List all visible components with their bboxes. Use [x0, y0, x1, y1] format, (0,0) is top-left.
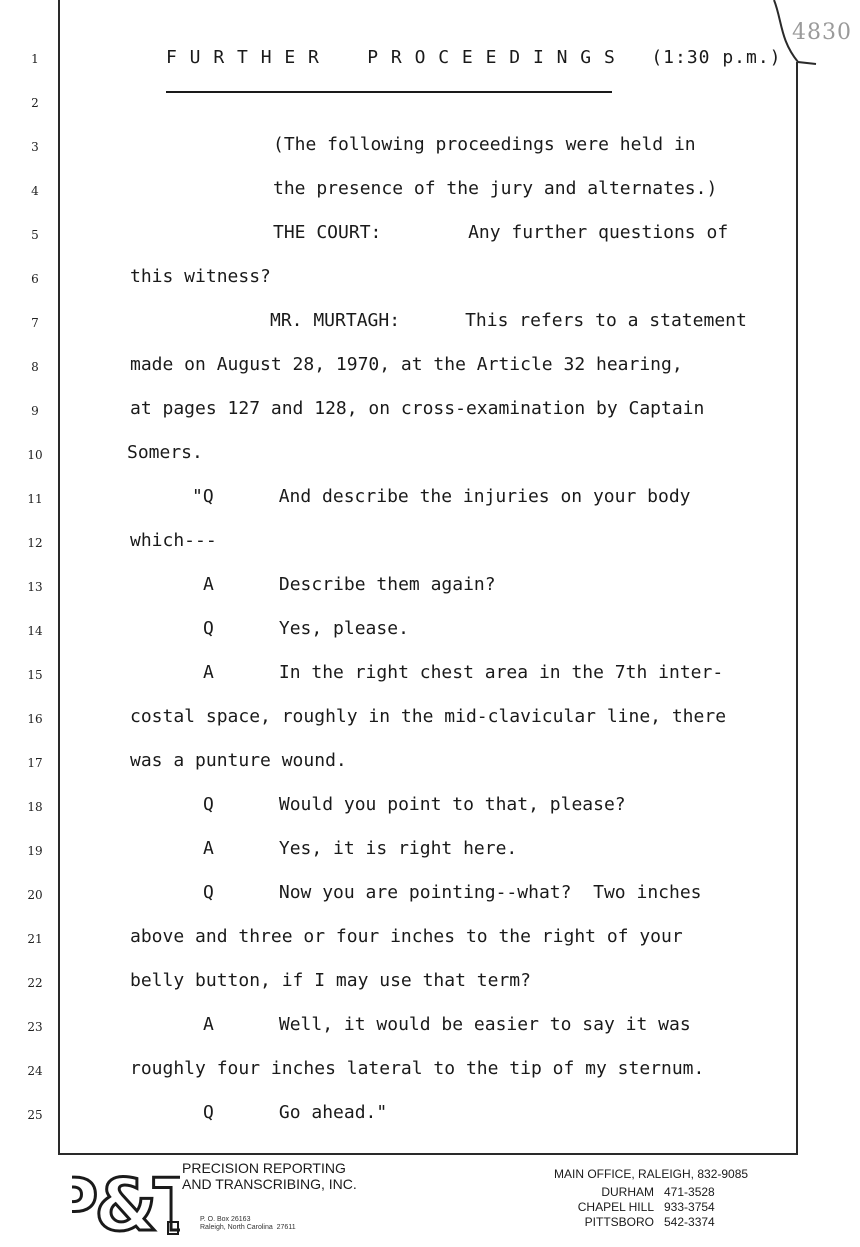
transcript-line: this witness?: [130, 266, 271, 287]
office-list: MAIN OFFICE, RALEIGH, 832-9085 DURHAM 47…: [554, 1167, 748, 1230]
line-number: 18: [27, 800, 43, 814]
line-number: 8: [31, 360, 39, 374]
office-phone: 933-3754: [664, 1200, 715, 1214]
line-number: 10: [27, 448, 43, 462]
transcript-line: (The following proceedings were held in: [273, 134, 696, 155]
transcript-line: A Describe them again?: [203, 574, 496, 595]
line-number: 1: [31, 52, 39, 66]
transcript-line: at pages 127 and 128, on cross-examinati…: [130, 398, 705, 419]
po-line-2: Raleigh, North Carolina 27611: [200, 1224, 296, 1231]
office-city: DURHAM: [601, 1185, 654, 1199]
po-box-address: P. O. Box 26163 Raleigh, North Carolina …: [200, 1216, 296, 1232]
company-logo: P&T: [72, 1162, 180, 1239]
company-name: PRECISION REPORTING AND TRANSCRIBING, IN…: [182, 1160, 357, 1192]
transcript-line: costal space, roughly in the mid-clavicu…: [130, 706, 727, 727]
line-number: 21: [27, 932, 43, 946]
line-number: 19: [27, 844, 43, 858]
transcript-line: A In the right chest area in the 7th int…: [203, 662, 724, 683]
company-line-2: AND TRANSCRIBING, INC.: [182, 1176, 357, 1192]
transcript-line: belly button, if I may use that term?: [130, 970, 531, 991]
line-number: 5: [31, 228, 39, 242]
line-number: 13: [27, 580, 43, 594]
transcript-line: made on August 28, 1970, at the Article …: [130, 354, 683, 375]
line-number: 15: [27, 668, 43, 682]
office-phone: 542-3374: [664, 1215, 715, 1229]
office-phone: 471-3528: [664, 1185, 715, 1199]
right-margin-rule: [796, 62, 798, 1155]
office-row: CHAPEL HILL 933-3754: [554, 1200, 748, 1215]
transcript-line: was a punture wound.: [130, 750, 347, 771]
office-city: PITTSBORO: [584, 1215, 654, 1229]
line-number: 14: [27, 624, 43, 638]
line-number: 2: [31, 96, 39, 110]
transcript-line: which---: [130, 530, 217, 551]
line-number: 9: [31, 404, 39, 418]
transcript-line: roughly four inches lateral to the tip o…: [130, 1058, 705, 1079]
transcript-line: Q Yes, please.: [203, 618, 409, 639]
transcript-line: Q Go ahead.": [203, 1102, 388, 1123]
page-number: 4830: [792, 20, 852, 45]
office-row: DURHAM 471-3528: [554, 1185, 748, 1200]
bottom-rule: [58, 1153, 798, 1155]
transcript-line: Q Now you are pointing--what? Two inches: [203, 882, 702, 903]
left-margin-rule: [58, 0, 60, 1155]
line-number: 4: [31, 184, 39, 198]
title-underline: [166, 91, 612, 93]
transcript-line: the presence of the jury and alternates.…: [273, 178, 718, 199]
line-number: 22: [27, 976, 43, 990]
transcript-line: Q Would you point to that, please?: [203, 794, 626, 815]
line-number: 23: [27, 1020, 43, 1034]
company-line-1: PRECISION REPORTING: [182, 1160, 346, 1176]
po-line-1: P. O. Box 26163: [200, 1216, 251, 1223]
line-number: 11: [27, 492, 43, 506]
line-number: 25: [27, 1108, 43, 1122]
transcript-line: "Q And describe the injuries on your bod…: [192, 486, 691, 507]
line-number: 12: [27, 536, 43, 550]
main-office: MAIN OFFICE, RALEIGH, 832-9085: [554, 1167, 749, 1181]
page-title: F U R T H E R P R O C E E D I N G S (1:3…: [166, 47, 782, 68]
logo-text: P&T: [72, 1163, 180, 1238]
corner-fold-line: [773, 0, 817, 65]
transcript-line: Somers.: [127, 442, 203, 463]
transcript-line: above and three or four inches to the ri…: [130, 926, 683, 947]
line-number: 17: [27, 756, 43, 770]
transcript-line: MR. MURTAGH: This refers to a statement: [270, 310, 747, 331]
line-number: 16: [27, 712, 43, 726]
office-city: CHAPEL HILL: [577, 1200, 654, 1214]
line-number: 20: [27, 888, 43, 902]
transcript-line: A Well, it would be easier to say it was: [203, 1014, 691, 1035]
line-number: 6: [31, 272, 39, 286]
office-row: PITTSBORO 542-3374: [554, 1215, 748, 1230]
line-number: 24: [27, 1064, 43, 1078]
transcript-line: A Yes, it is right here.: [203, 838, 518, 859]
line-number: 3: [31, 140, 39, 154]
line-number: 7: [31, 316, 39, 330]
transcript-line: THE COURT: Any further questions of: [273, 222, 729, 243]
